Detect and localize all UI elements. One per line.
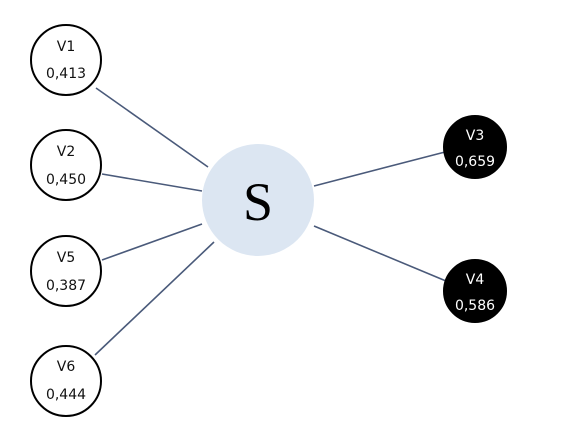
edge-s-v5 [101,223,203,261]
node-v6: V6 0,444 [30,345,102,417]
edge-s-v4 [313,225,447,282]
node-v5-value: 0,387 [46,278,86,294]
node-v2-value: 0,450 [46,172,86,188]
node-v5-name: V5 [57,250,75,266]
node-v4-value: 0,586 [455,298,495,314]
node-v3: V3 0,659 [443,115,507,179]
node-v1-name: V1 [57,39,75,55]
edge-s-v6 [94,241,215,356]
edge-s-v2 [101,173,203,192]
center-label: S [243,172,273,232]
node-v6-value: 0,444 [46,387,86,403]
node-v1: V1 0,413 [30,24,102,96]
node-v3-value: 0,659 [455,154,495,170]
node-v4: V4 0,586 [443,259,507,323]
node-v2: V2 0,450 [30,129,102,201]
center-circle [202,144,314,256]
edges [94,87,447,356]
node-v6-name: V6 [57,359,76,375]
node-v2-name: V2 [57,144,75,160]
edge-s-v3 [313,151,446,187]
node-v3-name: V3 [466,128,484,144]
node-v1-value: 0,413 [46,66,86,82]
edge-s-v1 [95,87,209,168]
center-node: S [202,144,314,256]
node-v5: V5 0,387 [30,235,102,307]
node-v4-name: V4 [466,272,485,288]
